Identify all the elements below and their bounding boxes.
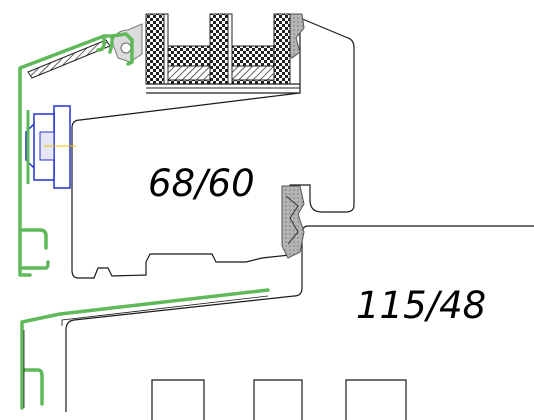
frame-seal [281,185,305,259]
cladding-upper [18,32,134,277]
cladding-outline [23,295,269,408]
frame-groove-1 [151,379,205,420]
frame-seal-detail [285,195,299,245]
bead-clip-icon [120,42,132,54]
frame-dimension-label: 115/48 [356,284,486,327]
frame-groove-2 [253,379,303,420]
frame-profile-outline [65,225,534,412]
cladding-upper-clip [18,228,50,270]
glass-unit [145,13,300,94]
frame-groove-3 [345,379,407,420]
sash-dimension-label: 68/60 [148,162,255,205]
cladding-lower [20,288,270,410]
hinge-fastener-icon [25,105,76,189]
